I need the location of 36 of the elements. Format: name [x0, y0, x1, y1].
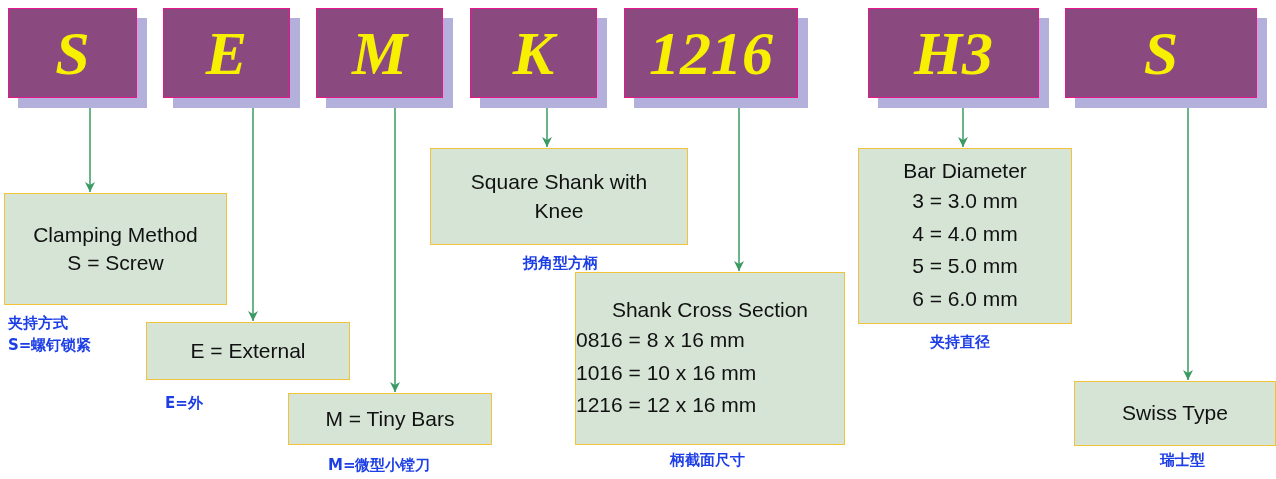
description-text: Bar Diameter	[903, 158, 1027, 185]
description-box	[4, 193, 227, 305]
chinese-caption: 拐角型方柄	[523, 254, 598, 274]
description-text: 4 = 4.0 mm	[912, 220, 1018, 247]
code-letter: 1216	[649, 22, 773, 84]
code-letter: H3	[913, 22, 994, 84]
code-letter: S	[55, 22, 90, 84]
description-text: Shank Cross Section	[611, 296, 809, 323]
description-box	[146, 322, 350, 380]
description-box	[1074, 381, 1276, 446]
code-letter: S	[1143, 22, 1179, 84]
description-text: S = Screw	[67, 250, 164, 276]
code-letter: E	[205, 22, 248, 84]
chinese-caption: 瑞士型	[1160, 451, 1205, 471]
chinese-caption: 夹持方式	[8, 314, 68, 334]
description-box	[430, 148, 688, 245]
description-text: Clamping Method	[33, 221, 198, 248]
code-letter: M	[351, 22, 408, 84]
description-text: 5 = 5.0 mm	[912, 253, 1018, 280]
description-text: 1016 = 10 x 16 mm	[576, 359, 757, 386]
description-text: Square Shank with Knee	[469, 169, 649, 224]
chinese-caption: 柄截面尺寸	[670, 451, 745, 471]
description-text: 3 = 3.0 mm	[912, 188, 1018, 215]
chinese-caption: S=螺钉锁紧	[8, 336, 92, 356]
chinese-caption: 夹持直径	[930, 333, 990, 353]
description-box	[858, 148, 1072, 324]
chinese-caption: E=外	[165, 394, 203, 414]
description-box	[575, 272, 845, 445]
description-text: E = External	[190, 337, 306, 364]
chinese-caption: M=微型小镗刀	[328, 456, 431, 476]
description-text: M = Tiny Bars	[325, 405, 455, 432]
description-text: Swiss Type	[1122, 400, 1228, 427]
description-box	[288, 393, 492, 445]
description-text: 1216 = 12 x 16 mm	[576, 391, 757, 418]
description-text: 6 = 6.0 mm	[912, 285, 1018, 312]
description-text: 0816 = 8 x 16 mm	[576, 327, 745, 354]
